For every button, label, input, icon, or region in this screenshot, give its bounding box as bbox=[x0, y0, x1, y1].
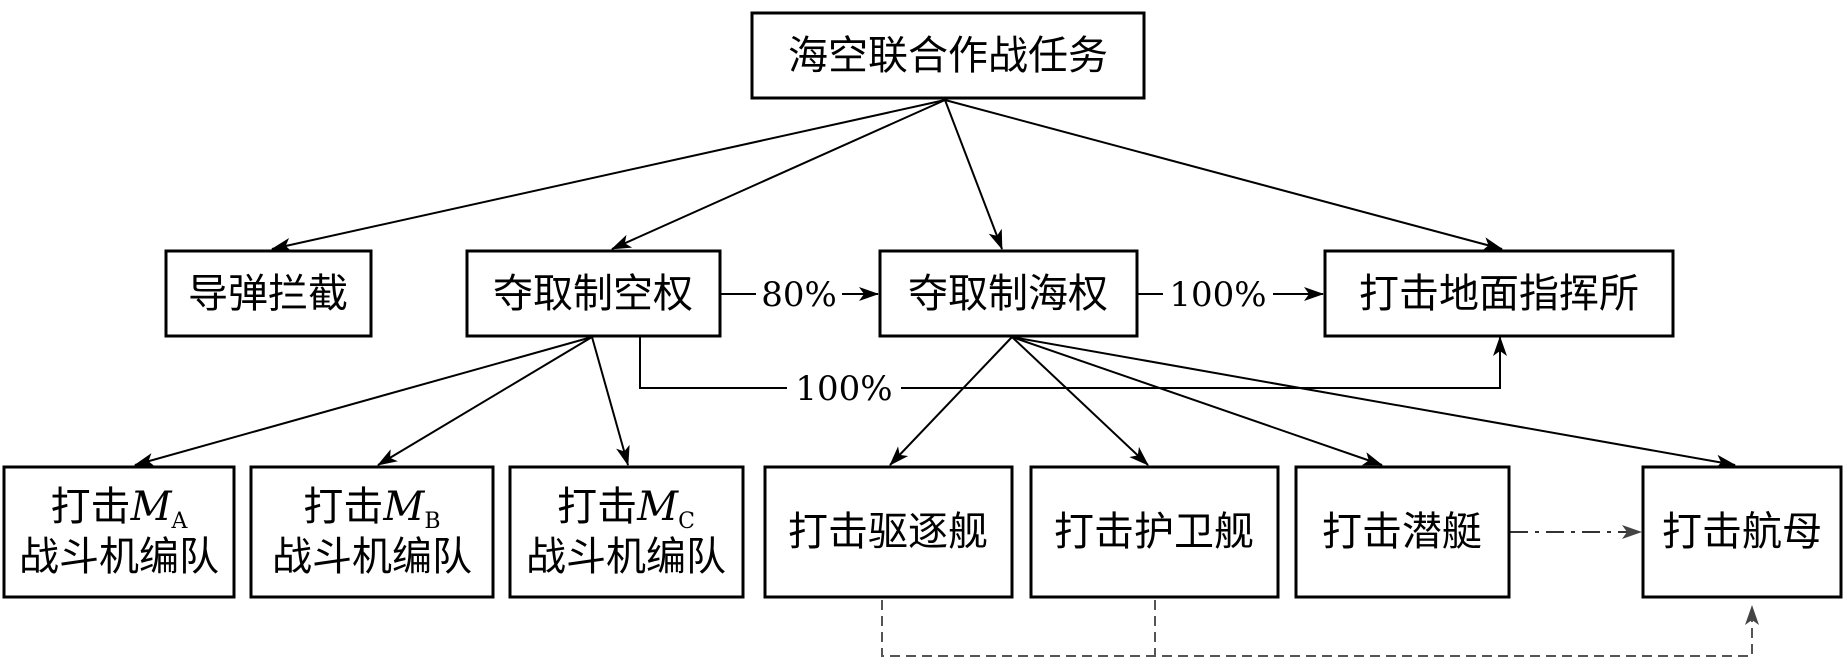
node-fighter-b-line2: 战斗机编队 bbox=[272, 534, 472, 580]
node-fighter-c-line1: 打击MC bbox=[557, 484, 695, 534]
edge-sea-to-submarine bbox=[1011, 336, 1383, 466]
edge-sea-to-destroyer bbox=[889, 336, 1013, 466]
node-frigate-label: 打击护卫舰 bbox=[1054, 509, 1254, 555]
node-ground-command-label: 打击地面指挥所 bbox=[1359, 271, 1639, 317]
node-missile-intercept-label: 导弹拦截 bbox=[188, 271, 348, 317]
node-carrier: 打击航母 bbox=[1641, 465, 1843, 599]
edge-label-air-to-sea: 80% bbox=[756, 274, 842, 315]
edge-root-to-sea-control bbox=[944, 99, 1003, 250]
node-air-superiority-label: 夺取制空权 bbox=[493, 271, 693, 317]
svg-text:80%: 80% bbox=[761, 275, 837, 315]
edge-air-to-fighter-c bbox=[591, 336, 630, 466]
node-fighter-c-line2: 战斗机编队 bbox=[526, 534, 726, 580]
svg-text:100%: 100% bbox=[1169, 275, 1266, 315]
edge-label-sea-to-ground: 100% bbox=[1163, 274, 1273, 315]
node-frigate: 打击护卫舰 bbox=[1029, 465, 1280, 599]
node-destroyer-label: 打击驱逐舰 bbox=[788, 509, 988, 555]
edge-label-air-to-ground: 100% bbox=[787, 368, 901, 409]
edge-root-to-air-superiority bbox=[611, 99, 946, 250]
edge-air-to-fighter-a bbox=[134, 336, 593, 467]
node-carrier-label: 打击航母 bbox=[1662, 509, 1822, 555]
edge-sea-to-frigate bbox=[1011, 336, 1149, 466]
svg-text:100%: 100% bbox=[795, 369, 892, 409]
node-sea-control: 夺取制海权 bbox=[878, 249, 1139, 338]
edge-air-to-ground bbox=[639, 336, 1507, 389]
node-root: 海空联合作战任务 bbox=[750, 11, 1146, 100]
node-submarine: 打击潜艇 bbox=[1294, 465, 1511, 599]
node-root-label: 海空联合作战任务 bbox=[788, 33, 1108, 79]
node-missile-intercept: 导弹拦截 bbox=[164, 249, 373, 338]
node-fighter-a-line2: 战斗机编队 bbox=[19, 534, 219, 580]
edge-root-to-missile-intercept bbox=[271, 99, 946, 252]
node-fighter-c: 打击MC 战斗机编队 bbox=[508, 465, 745, 599]
node-fighter-b-line1: 打击MB bbox=[303, 484, 440, 534]
node-ground-command: 打击地面指挥所 bbox=[1323, 249, 1675, 338]
node-fighter-b: 打击MB 战斗机编队 bbox=[249, 465, 495, 599]
node-sea-control-label: 夺取制海权 bbox=[908, 271, 1108, 317]
edge-destroyer-frigate-to-carrier bbox=[881, 600, 1759, 657]
edge-sea-to-carrier bbox=[1011, 336, 1736, 469]
node-fighter-a: 打击MA 战斗机编队 bbox=[2, 465, 236, 599]
node-air-superiority: 夺取制空权 bbox=[465, 249, 722, 338]
node-fighter-a-line1: 打击MA bbox=[51, 484, 189, 534]
edge-air-to-fighter-b bbox=[377, 336, 593, 466]
node-submarine-label: 打击潜艇 bbox=[1322, 509, 1482, 555]
edge-root-to-ground-command bbox=[944, 99, 1503, 251]
node-destroyer: 打击驱逐舰 bbox=[763, 465, 1014, 599]
